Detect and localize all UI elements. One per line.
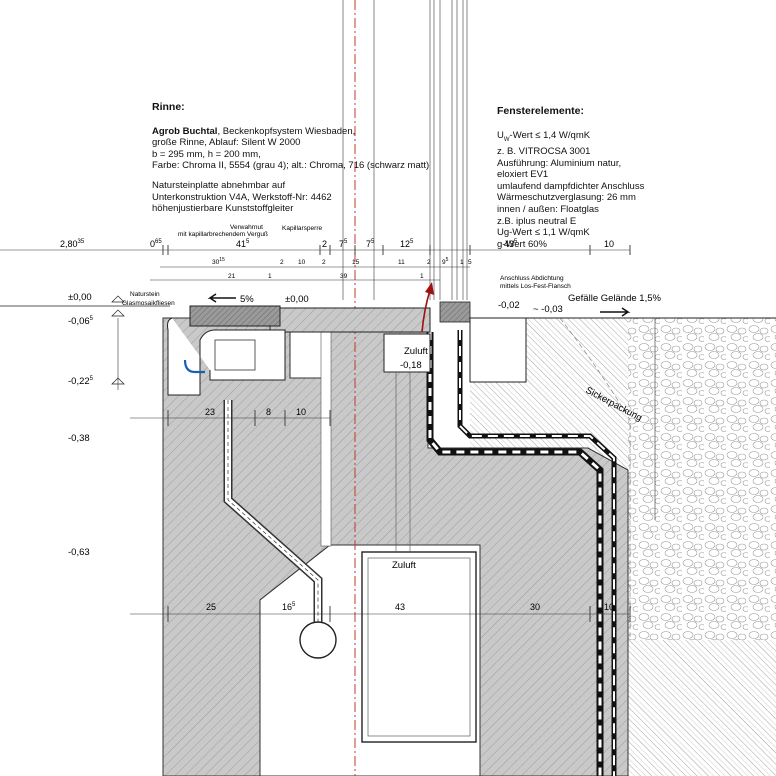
slope-arrow xyxy=(207,293,236,303)
label-naturstein: Naturstein xyxy=(130,291,160,298)
label-zuluft-top: Zuluft xyxy=(404,346,428,357)
gutter-block xyxy=(214,339,256,371)
air-flow-arrowhead xyxy=(425,282,434,295)
label-kapillarsperre: Kapillarsperre xyxy=(282,225,322,232)
dim-7-5-a: 75 xyxy=(339,239,348,249)
window-line-9: g-Wert 60% xyxy=(497,238,547,250)
air-duct xyxy=(361,551,477,743)
gutter-line-1: große Rinne, Ablauf: Silent W 2000 xyxy=(152,137,301,149)
waterproofing-line-2-dash xyxy=(459,330,615,776)
drain-pipe-end xyxy=(299,621,337,659)
window-line-5: Wärmeschutzverglasung: 26 mm xyxy=(497,192,636,204)
gravel-packing xyxy=(628,318,776,640)
label-slope-5: 5% xyxy=(240,294,254,305)
level-0-18: -0,18 xyxy=(400,360,422,371)
dim-r2-15: 15 xyxy=(352,259,360,266)
dim-43-5: 435 xyxy=(504,239,518,249)
window-notes-heading: Fensterelemente: xyxy=(497,105,584,117)
drain-pipe-dash xyxy=(227,400,319,630)
gutter-line-4: Natursteinplatte abnehmbar auf xyxy=(152,179,286,191)
dim-mid-23: 23 xyxy=(205,407,215,417)
gutter-brand: Agrob Buchtal xyxy=(152,125,218,137)
gutter-brand-suffix: , Beckenkopfsystem Wiesbaden, xyxy=(217,125,356,137)
dimension-lines xyxy=(0,249,630,615)
dim-r3-21: 21 xyxy=(228,273,236,280)
dim-r2-2b: 2 xyxy=(322,259,326,266)
dim-r2-10: 10 xyxy=(298,259,306,266)
terrain-slope-arrow xyxy=(600,307,631,317)
level-0-02: -0,02 xyxy=(498,300,520,311)
window-line-2: Ausführung: Aluminium natur, xyxy=(497,157,622,169)
gutter-line-5: Unterkonstruktion V4A, Werkstoff-Nr: 446… xyxy=(152,191,332,203)
dim-2: 2 xyxy=(322,239,327,249)
dim-r2-2a: 2 xyxy=(280,259,284,266)
dim-r2-11: 11 xyxy=(398,259,405,266)
uw-value: -Wert ≤ 1,4 W/qmK xyxy=(509,129,591,141)
level-0-03: ~ -0,03 xyxy=(533,304,563,315)
label-anschluss-2: mittels Los-Fest-Flansch xyxy=(500,283,571,290)
window-notes: Fensterelemente: UW-Wert ≤ 1,4 W/qmK z. … xyxy=(497,105,645,250)
dim-mid-8: 8 xyxy=(266,407,271,417)
dim-r2-2c: 2 xyxy=(427,259,431,266)
dim-bot-43: 43 xyxy=(395,602,405,612)
gravel-edge xyxy=(559,317,631,640)
dim-bot-30: 30 xyxy=(530,602,540,612)
dim-r2-5: 5 xyxy=(468,259,472,266)
level-0-225: -0,225 xyxy=(68,376,94,387)
level-0-00-slab: ±0,00 xyxy=(285,294,309,305)
label-gefaelle-gelaende: Gefälle Gelände 1,5% xyxy=(568,293,662,304)
dim-mid-10: 10 xyxy=(296,407,306,417)
dim-r2-9: 95 xyxy=(442,257,449,266)
gutter-notes-heading: Rinne: xyxy=(152,101,185,113)
dim-12-5: 125 xyxy=(400,239,414,249)
level-0-63: -0,63 xyxy=(68,547,90,558)
level-0-38: -0,38 xyxy=(68,433,90,444)
dim-r2-1: 1 xyxy=(460,259,464,266)
level-0-065: -0,065 xyxy=(68,316,94,327)
gutter-line-3: Farbe: Chroma II, 5554 (grau 4); alt.: C… xyxy=(152,160,430,172)
dim-r2-30: 3015 xyxy=(212,257,225,266)
level-0-00-left: ±0,00 xyxy=(68,292,92,303)
gutter-line-6: höhenjustierbare Kunststoffgleiter xyxy=(152,203,294,215)
dim-r3-1b: 1 xyxy=(420,273,424,280)
label-kapillar-verguss: mit kapillarbrechendem Verguß xyxy=(178,231,268,238)
dimension-ticks xyxy=(162,245,631,622)
supply-air-box xyxy=(383,333,431,373)
window-line-4: umlaufend dampfdichter Anschluss xyxy=(497,180,645,192)
vertical-dims xyxy=(117,318,656,520)
dim-bot-16-5: 165 xyxy=(282,602,296,612)
stone-slab-left xyxy=(189,305,281,327)
dim-41-5: 415 xyxy=(236,239,250,249)
waterproofing-dash xyxy=(428,332,602,776)
window-line-8: Ug-Wert ≤ 1,1 W/qmK xyxy=(497,227,590,239)
window-line-3: eloxiert EV1 xyxy=(497,169,549,181)
uw-label: U xyxy=(497,129,504,141)
air-flow-arrow xyxy=(421,289,431,333)
window-line-1: z. B. VITROCSA 3001 xyxy=(497,146,591,158)
gutter-notes: Rinne: Agrob Buchtal, Beckenkopfsystem W… xyxy=(152,101,430,215)
window-line-7: z.B. iplus neutral E xyxy=(497,215,577,227)
dim-7-5-b: 75 xyxy=(366,239,375,249)
dim-2-80: 2,8035 xyxy=(60,239,85,249)
window-sill xyxy=(469,317,527,383)
label-glasmosaik: Glasmosaikfliesen xyxy=(122,300,175,307)
window-frame xyxy=(439,301,471,323)
window-line-6: innen / außen: Floatglas xyxy=(497,204,599,216)
dim-r3-1: 1 xyxy=(268,273,272,280)
uw-sub: W xyxy=(503,136,510,143)
gutter-bowl xyxy=(183,359,205,374)
label-verwahrnut: Verwahrnut xyxy=(230,224,263,231)
air-duct-inner xyxy=(367,557,471,737)
dim-bot-25: 25 xyxy=(206,602,216,612)
dim-10-top: 10 xyxy=(604,239,614,249)
label-anschluss-1: Anschluss Abdichtung xyxy=(500,275,564,282)
dim-bot-10: 10 xyxy=(604,602,614,612)
vertical-channel xyxy=(320,331,332,547)
label-zuluft-bottom: Zuluft xyxy=(392,560,416,571)
stone-slab xyxy=(269,307,431,333)
dim-0-65-top: 065 xyxy=(150,239,162,249)
gutter-line-2: b = 295 mm, h = 200 mm, xyxy=(152,148,261,160)
dim-r3-39: 39 xyxy=(340,273,348,280)
